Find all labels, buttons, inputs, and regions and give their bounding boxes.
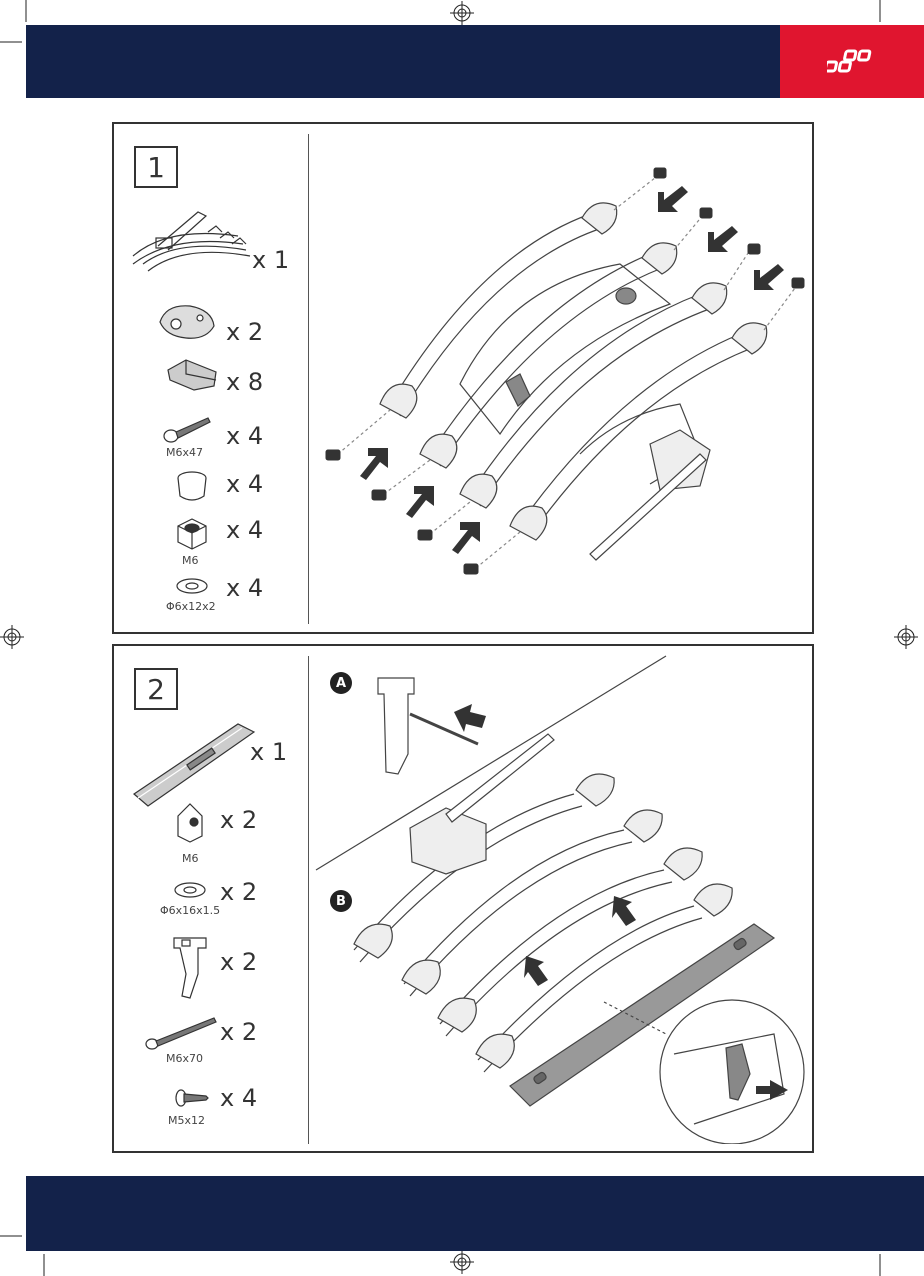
part-qty: x 4 xyxy=(226,516,263,544)
part-qty: x 2 xyxy=(220,878,257,906)
nut-icon xyxy=(174,516,210,552)
wheel-holder-icon xyxy=(156,302,218,344)
step-number: 2 xyxy=(134,668,178,710)
light-bar-icon xyxy=(128,716,258,808)
bolt-icon xyxy=(162,414,212,444)
registration-mark-right xyxy=(894,625,918,649)
part-qty: x 4 xyxy=(226,574,263,602)
part-label: Φ6x12x2 xyxy=(166,600,216,613)
part-label: M6 xyxy=(182,554,199,567)
lock-nut-icon xyxy=(172,800,208,844)
bracket-icon xyxy=(168,934,214,1000)
part-qty: x 1 xyxy=(250,738,287,766)
part-qty: x 2 xyxy=(220,948,257,976)
brand-logo-icon xyxy=(827,47,877,77)
screw-icon xyxy=(174,1086,210,1110)
part-qty: x 2 xyxy=(220,1018,257,1046)
long-bolt-icon xyxy=(144,1016,218,1052)
footer-band xyxy=(26,1176,924,1251)
part-qty: x 8 xyxy=(226,368,263,396)
end-cap-icon xyxy=(164,356,220,392)
step-1-panel: 1 x 1 x 2 x 8 x 4 M6x47 xyxy=(112,122,814,634)
cap-icon xyxy=(172,468,212,504)
registration-mark-bottom xyxy=(450,1250,474,1274)
registration-mark-left xyxy=(0,625,24,649)
step-number: 1 xyxy=(134,146,178,188)
part-qty: x 4 xyxy=(220,1084,257,1112)
washer-icon xyxy=(174,576,210,596)
part-qty: x 2 xyxy=(226,318,263,346)
part-label: M5x12 xyxy=(168,1114,205,1127)
panel-divider xyxy=(308,134,309,624)
part-qty: x 4 xyxy=(226,422,263,450)
part-label: Φ6x16x1.5 xyxy=(160,904,220,917)
part-qty: x 4 xyxy=(226,470,263,498)
registration-mark-top xyxy=(450,1,474,25)
part-qty: x 2 xyxy=(220,806,257,834)
step-2-assembly-illustration xyxy=(314,654,810,1144)
step-1-assembly-illustration xyxy=(320,154,810,614)
part-label: M6 xyxy=(182,852,199,865)
part-qty: x 1 xyxy=(252,246,289,274)
step-2-panel: 2 x 1 x 2 M6 x 2 Φ6x16x1.5 x 2 xyxy=(112,644,814,1153)
rack-assembly-icon xyxy=(128,206,258,276)
washer-icon xyxy=(172,880,208,900)
part-label: M6x47 xyxy=(166,446,203,459)
brand-logo xyxy=(780,25,924,98)
panel-divider xyxy=(308,656,309,1144)
part-label: M6x70 xyxy=(166,1052,203,1065)
